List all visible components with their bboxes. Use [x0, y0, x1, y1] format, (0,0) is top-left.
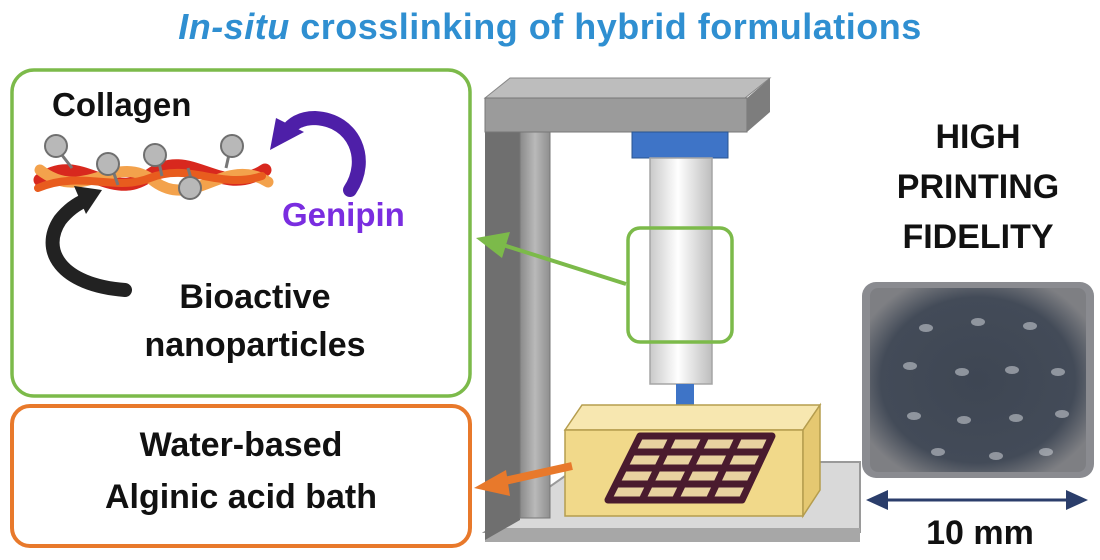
- fidelity-line2: PRINTING: [896, 168, 1060, 206]
- syringe-zoom-frame: [626, 226, 734, 344]
- fidelity-line1: HIGH: [935, 118, 1021, 156]
- genipin-label: Genipin: [282, 196, 405, 233]
- green-callout-arrow: [499, 242, 627, 286]
- scale-label: 10 mm: [926, 514, 1034, 552]
- printed-scaffold-grid: [604, 432, 776, 504]
- collagen-helix-icon: [33, 159, 274, 196]
- nanoparticles-label-line1: Bioactive: [179, 278, 331, 316]
- orange-arrowhead-icon: [474, 470, 510, 496]
- bath-box: [10, 404, 472, 548]
- orange-callout-arrow: [499, 462, 573, 486]
- green-arrowhead-icon: [476, 232, 510, 258]
- nanoparticles-label-line2: nanoparticles: [144, 326, 366, 364]
- fidelity-line3: FIDELITY: [902, 218, 1054, 256]
- bioprinter: [481, 77, 861, 542]
- bath-label-line1: Water-based: [139, 426, 343, 464]
- bath-label-line2: Alginic acid bath: [104, 478, 378, 516]
- scale-bar-arrow-icon: [866, 490, 1088, 510]
- nanoparticle-arrow-icon: [45, 186, 132, 297]
- genipin-arrow-icon: [270, 110, 366, 197]
- figure-title: In-situ crosslinking of hybrid formulati…: [0, 6, 1100, 48]
- title-rest: crosslinking of hybrid formulations: [300, 6, 922, 47]
- nanoparticle-spheres: [44, 134, 244, 200]
- printed-sample-photo: [862, 282, 1094, 478]
- title-italic: In-situ: [178, 6, 290, 47]
- collagen-label: Collagen: [52, 86, 192, 123]
